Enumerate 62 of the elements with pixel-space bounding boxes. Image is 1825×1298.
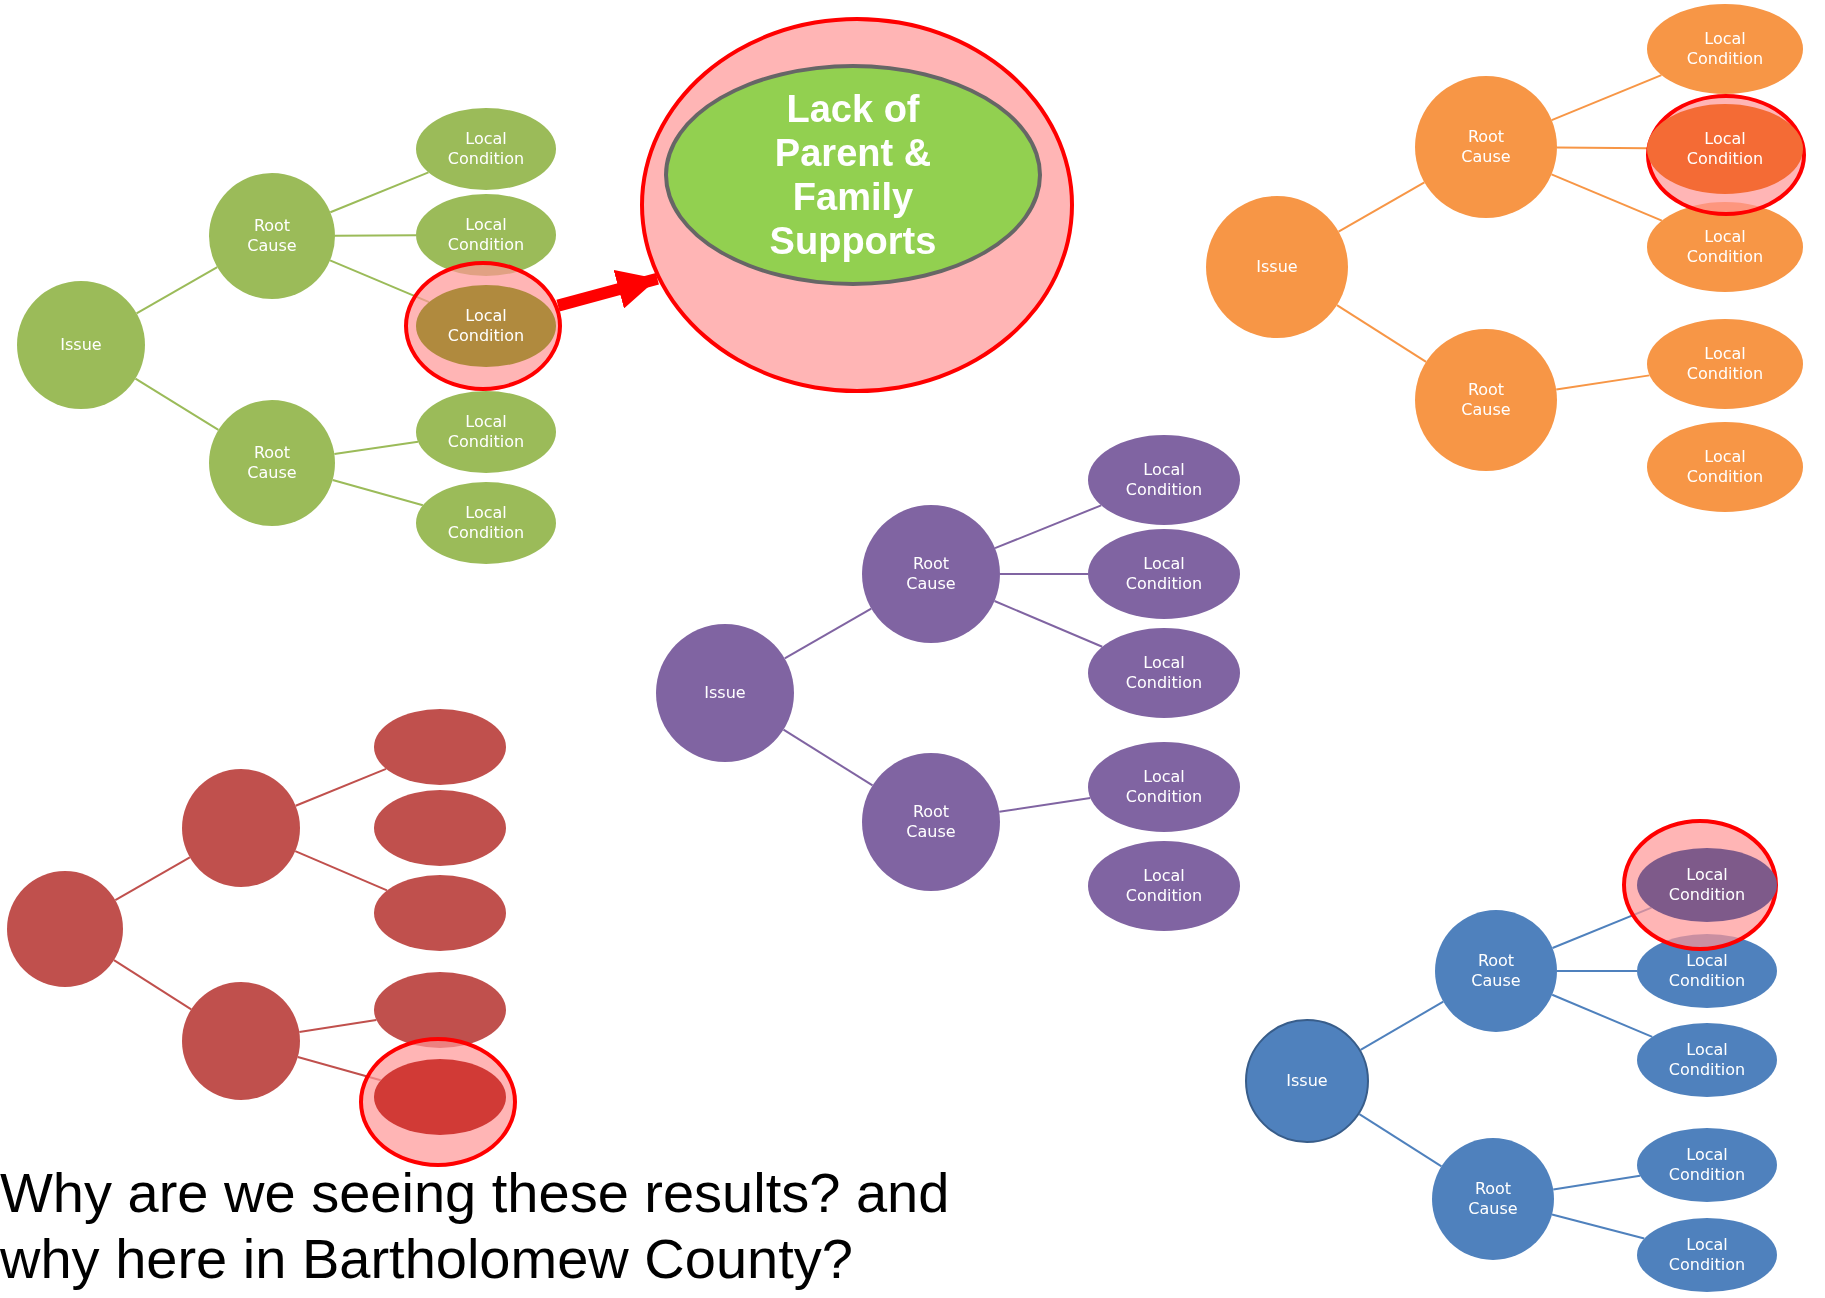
connector-line xyxy=(1551,993,1654,1038)
connector-line xyxy=(1550,74,1663,122)
connector-line xyxy=(999,573,1089,575)
cause-circle: Root Cause xyxy=(209,400,335,526)
cause-circle: Root Cause xyxy=(1432,1138,1554,1260)
cause-circle: Issue xyxy=(17,281,145,409)
connector-line xyxy=(993,600,1104,648)
cause-circle: Issue xyxy=(656,624,794,762)
connector-line xyxy=(112,959,193,1011)
connector-line xyxy=(334,234,417,237)
connector-line xyxy=(1552,1174,1641,1191)
connector-line xyxy=(331,479,424,507)
cause-circle: Root Cause xyxy=(1415,329,1557,471)
cause-circle: Issue xyxy=(1206,196,1348,338)
condition-ellipse: Local Condition xyxy=(1647,422,1803,512)
caption-text: Why are we seeing these results? and why here in Bartholomew County? xyxy=(0,1160,951,1292)
condition-ellipse: Local Condition xyxy=(1637,1128,1777,1202)
condition-ellipse: Local Condition xyxy=(1647,104,1803,194)
connector-line xyxy=(1551,1213,1646,1240)
condition-ellipse: Local Condition xyxy=(1088,435,1240,525)
arrow xyxy=(556,269,659,312)
cause-circle: Root Cause xyxy=(209,173,335,299)
condition-ellipse: Local Condition xyxy=(416,482,556,564)
cause-circle: Root Cause xyxy=(862,753,1000,891)
cause-circle: Root Cause xyxy=(1415,76,1557,218)
connector-line xyxy=(135,266,219,315)
condition-ellipse: Local Condition xyxy=(1637,848,1777,922)
cause-circle: Issue xyxy=(1245,1019,1369,1143)
connector-line xyxy=(1337,181,1426,233)
cause-circle: Root Cause xyxy=(862,505,1000,643)
condition-ellipse: Local Condition xyxy=(416,108,556,190)
connector-line xyxy=(333,440,420,455)
connector-line xyxy=(782,728,874,787)
connector-line xyxy=(1335,304,1428,363)
connector-line xyxy=(998,797,1092,813)
connector-line xyxy=(1550,173,1663,222)
condition-ellipse: Local Condition xyxy=(1637,1218,1777,1292)
connector-line xyxy=(134,377,220,431)
condition-ellipse: Local Condition xyxy=(1088,529,1240,619)
connector-line xyxy=(298,1018,378,1033)
connector-line xyxy=(1358,1113,1443,1168)
condition-ellipse: Local Condition xyxy=(1647,319,1803,409)
connector-line xyxy=(994,504,1103,550)
condition-ellipse: Local Condition xyxy=(1647,4,1803,94)
connector-line xyxy=(1359,1000,1445,1051)
connector-line xyxy=(329,171,430,214)
issue-ellipse: Lack of Parent & Family Supports xyxy=(664,64,1042,286)
blank-ellipse xyxy=(374,1059,506,1135)
connector-line xyxy=(1555,374,1651,391)
connector-line xyxy=(294,850,388,892)
connector-line xyxy=(294,767,388,807)
condition-ellipse: Local Condition xyxy=(416,391,556,473)
condition-ellipse: Local Condition xyxy=(1088,742,1240,832)
connector-line xyxy=(783,607,873,660)
condition-ellipse: Local Condition xyxy=(1088,841,1240,931)
connector-line xyxy=(1556,970,1638,972)
condition-ellipse: Local Condition xyxy=(1088,628,1240,718)
connector-line xyxy=(114,856,191,902)
condition-ellipse: Local Condition xyxy=(416,285,556,367)
cause-circle: Root Cause xyxy=(1435,910,1557,1032)
condition-ellipse: Local Condition xyxy=(1637,1023,1777,1097)
connector-line xyxy=(1556,146,1648,150)
